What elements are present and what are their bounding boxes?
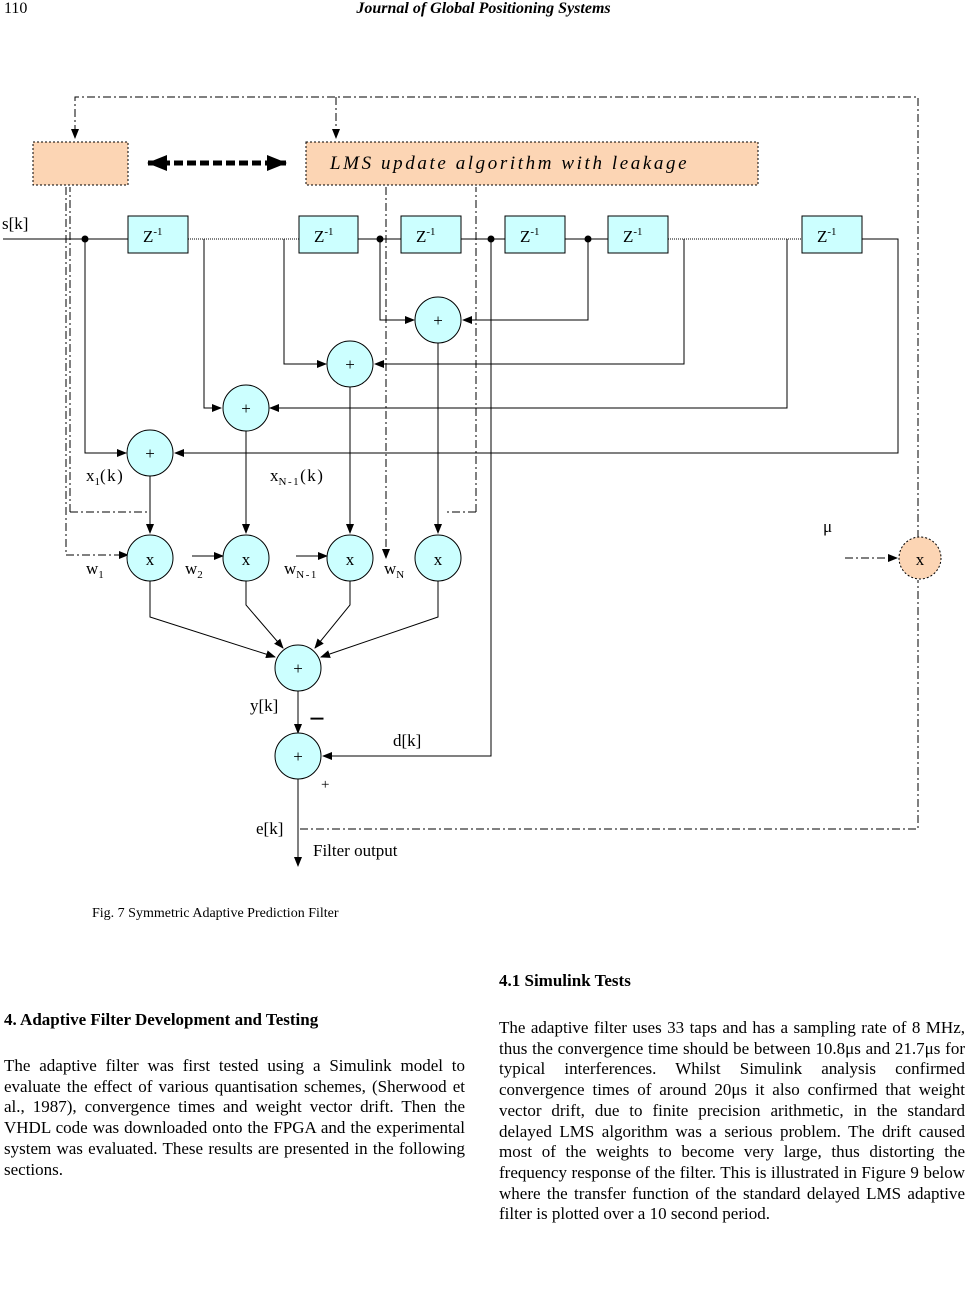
wn-label: wN xyxy=(384,559,404,581)
section-heading-4-1: 4.1 Simulink Tests xyxy=(499,971,631,990)
svg-text:+: + xyxy=(241,399,251,418)
filter-output-label: Filter output xyxy=(313,841,398,860)
journal-title: Journal of Global Positioning Systems xyxy=(356,0,611,17)
feedback-top-loop xyxy=(71,96,919,538)
lms-update-label: LMS update algorithm with leakage xyxy=(329,153,689,174)
plus-sign-label: + xyxy=(321,777,329,793)
adder-1 xyxy=(126,429,174,477)
error-adder xyxy=(274,732,322,780)
weight-line-w1 xyxy=(65,187,129,559)
adder-3 xyxy=(326,340,374,388)
delay-label-1: Z-1 xyxy=(143,226,163,246)
svg-text:+: + xyxy=(433,311,443,330)
multiplier-4 xyxy=(414,534,462,582)
coefficient-buffer-box xyxy=(32,141,129,186)
multiplier-2 xyxy=(222,534,270,582)
right-paragraph: The adaptive filter uses 33 taps and has… xyxy=(499,1018,965,1224)
delay-box-3 xyxy=(400,215,462,254)
minus-sign: − xyxy=(309,704,325,735)
svg-text:+: + xyxy=(145,444,155,463)
figure-caption: Fig. 7 Symmetric Adaptive Prediction Fil… xyxy=(92,906,339,921)
d-label: d[k] xyxy=(393,731,421,750)
left-paragraph: The adaptive filter was first tested usi… xyxy=(4,1056,465,1179)
w1-label: w1 xyxy=(86,559,104,581)
y-label: y[k] xyxy=(250,696,278,715)
delay-label-2: Z-1 xyxy=(314,226,334,246)
mu-label: μ xyxy=(823,517,832,536)
page-number: 110 xyxy=(4,0,28,17)
wn1-label: wN-1 xyxy=(284,559,318,581)
mu-multiplier xyxy=(898,536,942,580)
svg-text:x: x xyxy=(242,550,251,569)
delay-label-4: Z-1 xyxy=(520,226,540,246)
delay-box-1 xyxy=(127,215,189,254)
svg-text:x: x xyxy=(346,550,355,569)
x1-label: x1(k) xyxy=(86,466,124,488)
delay-label-5: Z-1 xyxy=(623,226,643,246)
sum-adder xyxy=(274,644,322,692)
section-heading-4: 4. Adaptive Filter Development and Testi… xyxy=(4,1010,319,1029)
multiplier-1 xyxy=(126,534,174,582)
delay-box-4 xyxy=(504,215,566,254)
lms-update-box xyxy=(305,141,759,186)
svg-text:x: x xyxy=(146,550,155,569)
svg-text:+: + xyxy=(293,659,303,678)
e-label: e[k] xyxy=(256,819,283,838)
w2-label: w2 xyxy=(185,559,203,581)
filter-diagram: LMS update algorithm with leakage Z-1 Z-… xyxy=(2,96,942,867)
delay-label-3: Z-1 xyxy=(416,226,436,246)
multiplier-3 xyxy=(326,534,374,582)
delay-box-6 xyxy=(801,215,863,254)
svg-text:+: + xyxy=(345,355,355,374)
delay-box-2 xyxy=(298,215,359,254)
delay-box-5 xyxy=(607,215,669,254)
xn1-label: xN-1(k) xyxy=(270,466,324,488)
adder-2 xyxy=(222,384,270,432)
input-signal-label: s[k] xyxy=(2,214,28,233)
svg-text:+: + xyxy=(293,747,303,766)
svg-text:x: x xyxy=(434,550,443,569)
svg-text:x: x xyxy=(916,550,925,569)
delay-label-6: Z-1 xyxy=(817,226,837,246)
feedback-error-loop xyxy=(300,580,919,830)
adder-4 xyxy=(414,296,462,344)
